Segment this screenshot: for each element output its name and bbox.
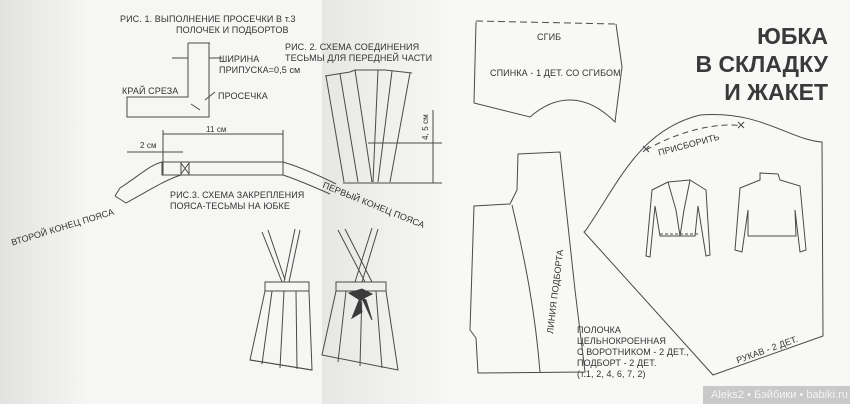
- front-desc-line2: ЦЕЛЬНОКРОЕННАЯ: [577, 336, 666, 346]
- fig3-dim-short: 2 см: [140, 141, 157, 150]
- fig2-caption-line1: РИС. 2. СХЕМА СОЕДИНЕНИЯ: [285, 42, 420, 52]
- page-title: ЮБКА В СКЛАДКУ И ЖАКЕТ: [695, 22, 828, 106]
- fig3-belt-diagram: [114, 130, 337, 204]
- page-shadow-spine: [322, 0, 450, 404]
- fig1-width-label-line2: ПРИПУСКА=0,5 см: [219, 65, 301, 75]
- title-line-2: В СКЛАДКУ: [695, 51, 828, 77]
- fig3-dim-long: 11 см: [206, 125, 227, 134]
- fig3-caption-line1: РИС.3. СХЕМА ЗАКРЕПЛЕНИЯ: [170, 190, 305, 200]
- front-desc-line1: ПОЛОЧКА: [577, 325, 622, 335]
- skirt-front-sketch: [249, 228, 313, 371]
- fig1-caption-line2: ПОЛОЧЕК И ПОДБОРТОВ: [176, 25, 289, 35]
- fig2-dimension: 4, 5 см: [421, 114, 430, 140]
- fig1-edge-label: КРАЙ СРЕЗА: [122, 86, 179, 96]
- jacket-back-sketch: [734, 172, 807, 253]
- fig1-caption-line1: РИС. 1. ВЫПОЛНЕНИЕ ПРОСЕЧКИ В т.3: [120, 14, 296, 24]
- front-desc-line5: (т.1, 2, 4, 6, 7, 2): [577, 369, 646, 379]
- fold-label: СГИБ: [537, 32, 562, 42]
- sleeve-pattern-piece: [583, 113, 824, 376]
- fig2-tape-diagram: [324, 69, 442, 184]
- back-piece-label: СПИНКА - 1 ДЕТ. СО СГИБОМ: [490, 68, 621, 78]
- front-desc-line4: ПОДБОРТ - 2 ДЕТ.: [577, 358, 657, 368]
- title-line-3: И ЖАКЕТ: [724, 79, 828, 105]
- title-line-1: ЮБКА: [757, 23, 828, 49]
- fig3-caption-line2: ПОЯСА-ТЕСЬМЫ НА ЮБКЕ: [170, 201, 290, 211]
- front-pattern-piece: [469, 151, 586, 374]
- back-pattern-piece: [473, 21, 623, 124]
- skirt-back-sketch: [321, 227, 399, 371]
- front-desc-line3: С ВОРОТНИКОМ - 2 ДЕТ.,: [577, 347, 689, 357]
- page-shadow-left: [0, 0, 90, 404]
- bow-icon: [347, 288, 374, 321]
- right-page: [450, 0, 850, 404]
- fig1-notch-label: ПРОСЕЧКА: [218, 91, 268, 101]
- fig1-width-label-line1: ШИРИНА: [219, 54, 260, 64]
- jacket-front-sketch: [645, 179, 711, 258]
- fig2-caption-line2: ТЕСЬМЫ ДЛЯ ПЕРЕДНЕЙ ЧАСТИ: [285, 53, 433, 63]
- fig1-notch-diagram: [126, 42, 222, 118]
- watermark: Aleks2 • Бэйбики • babiki.ru: [703, 386, 850, 404]
